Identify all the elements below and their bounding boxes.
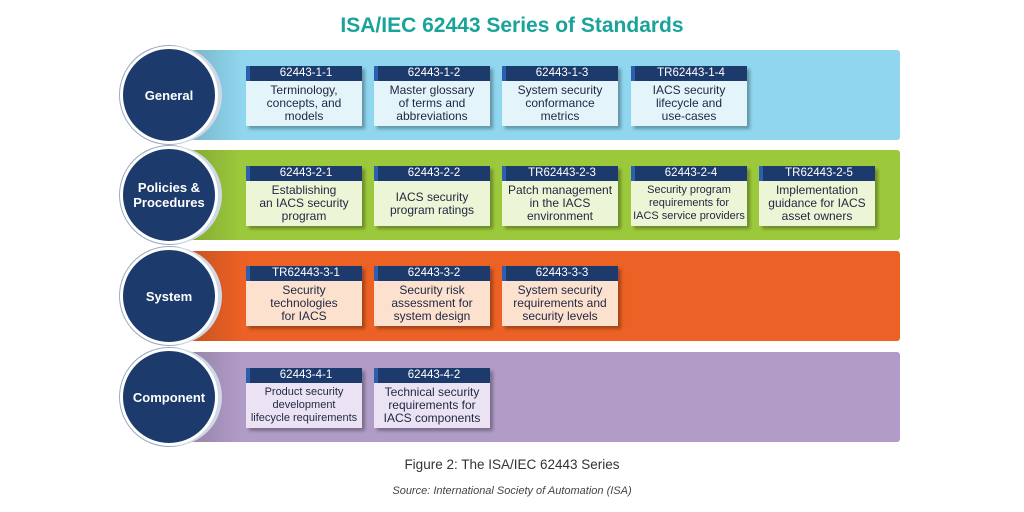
card-id: 62443-1-2	[374, 66, 490, 81]
card-id: 62443-4-1	[246, 368, 362, 383]
row-label-component: Component	[120, 348, 218, 446]
card-id: 62443-1-3	[502, 66, 618, 81]
card-62443-1-2: 62443-1-2 Master glossary of terms and a…	[374, 66, 490, 126]
card-id: 62443-2-1	[246, 166, 362, 181]
card-text: Product security development lifecycle r…	[250, 386, 358, 424]
row-label-system: System	[120, 247, 218, 345]
row-label-general: General	[120, 46, 218, 144]
card-tr62443-1-4: TR62443-1-4 IACS security lifecycle and …	[631, 66, 747, 126]
card-text: Security risk assessment for system desi…	[391, 283, 473, 323]
card-id: 62443-3-3	[502, 266, 618, 281]
card-text: IACS security program ratings	[389, 189, 475, 217]
card-id: TR62443-3-1	[246, 266, 362, 281]
card-text: Implementation guidance for IACS asset o…	[768, 183, 866, 223]
card-id: TR62443-2-5	[759, 166, 875, 181]
card-62443-4-1: 62443-4-1 Product security development l…	[246, 368, 362, 428]
card-text: Security program requirements for IACS s…	[633, 184, 745, 222]
card-62443-1-1: 62443-1-1 Terminology, concepts, and mod…	[246, 66, 362, 126]
card-62443-3-2: 62443-3-2 Security risk assessment for s…	[374, 266, 490, 326]
card-id: 62443-1-1	[246, 66, 362, 81]
card-id: TR62443-2-3	[502, 166, 618, 181]
card-62443-4-2: 62443-4-2 Technical security requirement…	[374, 368, 490, 428]
standards-diagram: General 62443-1-1 Terminology, concepts,…	[120, 44, 900, 448]
card-id: 62443-4-2	[374, 368, 490, 383]
figure-source: Source: International Society of Automat…	[392, 485, 632, 497]
card-62443-2-2: 62443-2-2 IACS security program ratings	[374, 166, 490, 226]
card-tr62443-2-3: TR62443-2-3 Patch management in the IACS…	[502, 166, 618, 226]
card-text: IACS security lifecycle and use-cases	[652, 83, 726, 123]
card-tr62443-3-1: TR62443-3-1 Security technologies for IA…	[246, 266, 362, 326]
card-text: Master glossary of terms and abbreviatio…	[389, 83, 475, 123]
card-text: Security technologies for IACS	[270, 283, 338, 323]
card-text: Patch management in the IACS environment	[507, 183, 613, 223]
card-62443-3-3: 62443-3-3 System security requirements a…	[502, 266, 618, 326]
card-text: System security conformance metrics	[517, 83, 603, 123]
card-62443-2-1: 62443-2-1 Establishing an IACS security …	[246, 166, 362, 226]
diagram-title: ISA/IEC 62443 Series of Standards	[340, 14, 684, 37]
card-text: Technical security requirements for IACS…	[383, 385, 481, 425]
row-label-policies-procedures: Policies & Procedures	[120, 146, 218, 244]
card-62443-1-3: 62443-1-3 System security conformance me…	[502, 66, 618, 126]
card-text: Establishing an IACS security program	[259, 183, 349, 223]
card-id: 62443-3-2	[374, 266, 490, 281]
card-id: 62443-2-2	[374, 166, 490, 181]
card-text: Terminology, concepts, and models	[266, 83, 342, 123]
card-62443-2-4: 62443-2-4 Security program requirements …	[631, 166, 747, 226]
card-id: TR62443-1-4	[631, 66, 747, 81]
figure-caption: Figure 2: The ISA/IEC 62443 Series	[404, 457, 620, 472]
card-tr62443-2-5: TR62443-2-5 Implementation guidance for …	[759, 166, 875, 226]
card-id: 62443-2-4	[631, 166, 747, 181]
card-text: System security requirements and securit…	[513, 283, 607, 323]
